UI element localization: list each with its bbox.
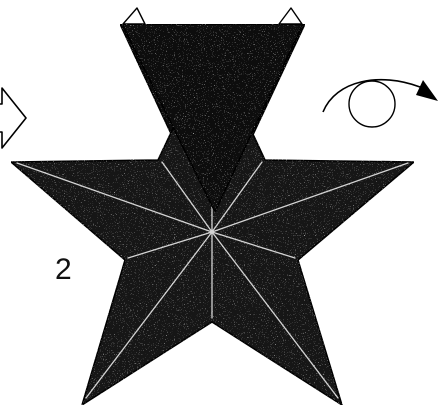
right-ear-tip — [279, 8, 302, 24]
step-number: 2 — [55, 255, 72, 285]
hollow-right-arrow-icon — [0, 88, 26, 148]
turn-over-arrow-icon — [323, 80, 438, 127]
left-ear-tip — [123, 8, 145, 24]
